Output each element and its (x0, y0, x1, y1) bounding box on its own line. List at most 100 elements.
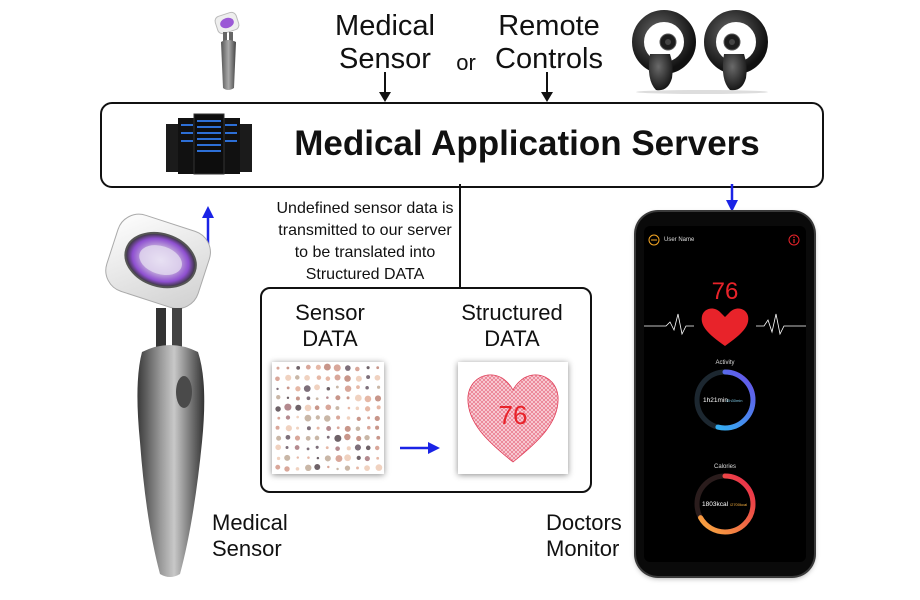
sensor-data-dot (305, 435, 311, 441)
activity-value: 1h21min (703, 397, 728, 404)
sensor-data-dot (354, 394, 362, 402)
sensor-data-dot (364, 406, 371, 412)
sensor-data-dot (354, 444, 362, 451)
sensor-data-dot (326, 396, 329, 399)
sensor-data-dot (294, 435, 301, 441)
sensor-data-dot (314, 384, 320, 391)
sensor-data-dot (275, 444, 282, 451)
sensor-data-dot (285, 425, 292, 432)
sensor-data-dot (374, 374, 381, 381)
sensor-data-dot (334, 374, 341, 381)
activity-label: Activity (715, 360, 735, 366)
sensor-data-dot (376, 366, 380, 370)
sensor-data-dot (366, 375, 371, 380)
calories-goal: /2700kcal (730, 502, 748, 507)
sensor-data-dot (285, 415, 291, 420)
sensor-data-dot (294, 375, 300, 380)
sensor-data-dot (355, 426, 361, 431)
sensor-data-dot (374, 415, 380, 422)
sensor-data-dot (325, 446, 329, 450)
server-to-data-connector (459, 184, 461, 288)
sensor-data-dot (295, 396, 300, 401)
sensor-data-dot (365, 445, 371, 451)
sensor-data-dot (344, 433, 351, 441)
heart-rate-value: 76 (711, 278, 739, 305)
structured-data-card: 76 (458, 362, 568, 474)
sensor-data-dot (364, 395, 372, 403)
sensor-data-dot (275, 425, 280, 430)
sensor-data-dot (355, 375, 362, 382)
sensor-data-dot (315, 445, 319, 449)
down-arrow-remote-to-server (541, 72, 553, 102)
down-arrow-sensor-to-server (379, 72, 391, 102)
sensor-data-dot (335, 455, 343, 463)
sensor-data-dot (284, 403, 292, 411)
sensor-data-dot (303, 385, 311, 392)
sensor-data-dot (316, 426, 320, 430)
sensor-data-dot (315, 364, 321, 370)
sensor-data-dot (335, 446, 340, 451)
sensor-data-dot (305, 464, 312, 472)
sensor-data-dot (376, 435, 381, 440)
sensor-data-dot (295, 386, 301, 392)
activity-goal: /2h30min (726, 398, 743, 403)
sensor-data-dot (304, 404, 312, 412)
sensor-data-dot (325, 404, 332, 411)
sensor-data-dot (324, 455, 331, 462)
top-remote-controls-label: Remote Controls (495, 10, 603, 76)
sensor-data-dot (305, 364, 311, 370)
sensor-data-dot (295, 467, 300, 471)
sensor-data-dot (276, 435, 282, 441)
structured-data-label: Structured DATA (461, 300, 563, 351)
sensor-data-dot (275, 406, 281, 412)
sensor-data-dot (315, 397, 319, 401)
small-medical-sensor-icon (214, 11, 240, 90)
top-medical-sensor-label: Medical Sensor (335, 10, 435, 76)
sensor-data-dot (335, 385, 339, 389)
sensor-data-dot (364, 456, 370, 462)
user-name-text: User Name (664, 237, 695, 243)
sensor-data-dot (356, 435, 362, 442)
sensor-data-dot (333, 364, 341, 372)
sensor-data-dot (316, 375, 322, 380)
sensor-data-dot (356, 416, 361, 422)
sensor-data-dot (306, 426, 311, 431)
sensor-data-dot (306, 396, 311, 401)
transform-arrow (400, 442, 440, 454)
sensor-data-dot (285, 434, 291, 440)
sensor-data-dot (375, 425, 380, 430)
sensor-data-dot (364, 465, 370, 472)
sensor-data-dot (315, 415, 320, 420)
sensor-data-dot (336, 467, 339, 471)
sensor-data-dot (336, 415, 341, 420)
sensor-data-dot (375, 445, 380, 451)
server-rack-icon (166, 113, 252, 175)
sensor-data-dot (304, 414, 312, 422)
sensor-data-dot (346, 446, 351, 451)
sensor-data-dot (325, 376, 331, 381)
sensor-data-dot (335, 406, 340, 411)
sensor-data-dot (344, 425, 351, 432)
user-avatar-icon[interactable] (648, 234, 660, 246)
calories-value: 1803kcal (702, 501, 729, 508)
info-icon[interactable] (788, 234, 800, 246)
sensor-data-dot (336, 426, 340, 430)
sensor-data-dot (347, 406, 351, 410)
remote-controllers-icon (632, 10, 768, 94)
phone-screen: User Name 76 Activity 1h21min /2h30min C… (644, 226, 806, 562)
sensor-data-dot (285, 445, 289, 449)
sensor-data-dot (277, 416, 281, 420)
doctors-monitor-label: Doctors Monitor (546, 510, 622, 561)
sensor-data-dot (366, 366, 370, 370)
sensor-data-label: Sensor DATA (295, 300, 365, 351)
sensor-data-dot (364, 434, 370, 441)
sensor-data-dot (374, 395, 382, 402)
translation-info-text: Undefined sensor data is transmitted to … (276, 200, 454, 283)
sensor-data-dot (326, 386, 331, 391)
sensor-data-dot (295, 404, 302, 411)
sensor-data-dot (356, 385, 360, 389)
sensor-data-dot (355, 406, 360, 411)
sensor-data-dot (345, 365, 351, 371)
or-label: or (456, 50, 476, 75)
sensor-data-dot-matrix (275, 363, 383, 472)
